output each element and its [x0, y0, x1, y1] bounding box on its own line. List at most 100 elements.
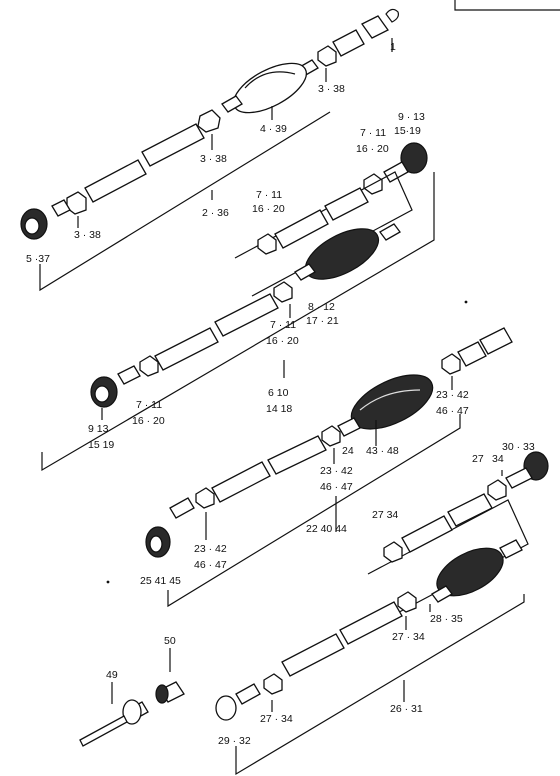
nut-part	[321, 425, 341, 447]
hose-segment	[214, 293, 279, 337]
connector-tube	[117, 365, 141, 385]
connector-tube	[505, 467, 533, 489]
hose-segment	[332, 29, 365, 57]
label-16-20: 16 · 20	[252, 203, 285, 215]
label-26-31: 26 · 31	[390, 703, 423, 715]
label-16-20: 16 · 20	[132, 415, 165, 427]
primer-bulb	[221, 59, 319, 114]
label-3-38: 3 · 38	[74, 229, 101, 241]
label-8-12: 8 · 12	[308, 301, 335, 313]
hose-segment	[274, 209, 329, 249]
nut-part	[487, 479, 507, 501]
primer-bulb	[337, 374, 434, 437]
label-5-37: 5 ·37	[26, 253, 50, 265]
assembly-2	[41, 142, 435, 472]
assembly-4	[215, 451, 549, 776]
label-49: 49	[106, 669, 118, 681]
assembly-3	[145, 327, 513, 608]
nut-part	[257, 233, 277, 255]
label-29-32: 29 · 32	[218, 735, 251, 747]
hose-segment	[361, 15, 389, 39]
fitting-nut	[155, 684, 169, 704]
hose-segment	[324, 187, 369, 221]
label-16-20: 16 · 20	[266, 335, 299, 347]
nut-part	[317, 45, 337, 67]
primer-bulb	[431, 539, 523, 603]
label-7-11: 7 · 11	[360, 127, 386, 139]
dot	[464, 300, 468, 304]
fitting-stem	[79, 715, 128, 747]
label-14-18: 14 18	[266, 403, 292, 415]
connector-tube	[383, 161, 409, 183]
label-27-34: 27 · 34	[260, 713, 293, 725]
label-23-42: 23 · 42	[194, 543, 227, 555]
label-50: 50	[164, 635, 176, 647]
label-9-13: 9 13	[88, 423, 109, 435]
part-labels: 1 4 · 39 3 · 38 3 · 38 3 · 38 9 · 13 15·…	[26, 41, 535, 747]
label-27-34: 27 34	[372, 509, 398, 521]
assembly-bracket	[235, 594, 525, 776]
dot	[106, 580, 110, 584]
label-3-38: 3 · 38	[200, 153, 227, 165]
label-15-19: 15 19	[88, 439, 114, 451]
nut-part	[273, 281, 293, 303]
primer-bulb	[294, 223, 401, 281]
label-6-10: 6 10	[268, 387, 289, 399]
label-4-39: 4 · 39	[260, 123, 287, 135]
nut-part	[139, 355, 159, 377]
label-27: 27	[472, 453, 484, 465]
frame-corner	[454, 0, 560, 11]
nut-part	[197, 109, 221, 133]
assembly-bracket	[167, 414, 461, 608]
label-22-40-44: 22 40 44	[306, 523, 347, 535]
label-30-33: 30 · 33	[502, 441, 535, 453]
separate-parts	[79, 648, 185, 747]
connector-tube	[235, 683, 261, 705]
connector-tube	[51, 199, 71, 217]
label-1: 1	[390, 41, 396, 53]
hose-segment	[457, 341, 487, 367]
connector-head	[400, 142, 428, 174]
clip-part	[385, 8, 399, 23]
hose-segment	[154, 327, 219, 371]
hose-segment	[267, 435, 327, 475]
hose-segment	[141, 123, 205, 167]
connector-head	[523, 451, 549, 481]
hose-segment	[281, 633, 345, 677]
hose-segment	[479, 327, 513, 355]
assembly-1	[20, 8, 399, 292]
hose-segment	[211, 461, 271, 503]
label-24: 24	[342, 445, 354, 457]
label-9-13: 9 · 13	[398, 111, 425, 123]
label-7-11: 7 · 11	[256, 189, 282, 201]
connector-head	[215, 695, 237, 721]
hose-segment	[447, 493, 493, 527]
label-23-42: 23 · 42	[320, 465, 353, 477]
label-34: 34	[492, 453, 504, 465]
assembly-bracket	[39, 111, 331, 292]
label-7-11: 7 · 11	[136, 399, 162, 411]
label-46-47: 46 · 47	[436, 405, 469, 417]
label-3-38: 3 · 38	[318, 83, 345, 95]
nut-part	[397, 591, 417, 613]
label-7-11: 7 · 11	[270, 319, 296, 331]
label-16-20: 16 · 20	[356, 143, 389, 155]
nut-part	[441, 353, 461, 375]
label-46-47: 46 · 47	[194, 559, 227, 571]
hose-segment	[401, 515, 453, 553]
label-27-34: 27 · 34	[392, 631, 425, 643]
hose-segment	[339, 601, 403, 645]
label-17-21: 17 · 21	[306, 315, 339, 327]
label-28-35: 28 · 35	[430, 613, 463, 625]
label-43-48: 43 · 48	[366, 445, 399, 457]
label-2-36: 2 · 36	[202, 207, 229, 219]
label-23-42: 23 · 42	[436, 389, 469, 401]
nut-part	[383, 541, 403, 563]
nut-part	[195, 487, 215, 509]
hose-segment	[84, 159, 147, 203]
label-25-41-45: 25 41 45	[140, 575, 181, 587]
label-15-19: 15·19	[394, 125, 421, 137]
connector-tube	[169, 497, 195, 519]
